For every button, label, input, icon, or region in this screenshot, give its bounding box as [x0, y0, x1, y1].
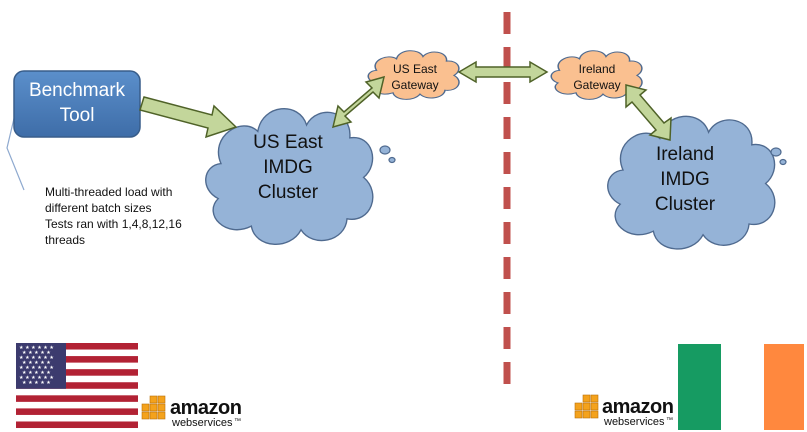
useast-gateway-line: US East	[392, 62, 437, 76]
note-line: different batch sizes	[45, 201, 152, 215]
ireland-gateway-cloud	[550, 50, 643, 100]
ireland-cluster-line: Cluster	[654, 194, 716, 215]
benchmark-tool-line: Tool	[59, 105, 95, 126]
useast-cluster-line: IMDG	[263, 157, 313, 178]
aws-logo-word: amazon	[170, 397, 242, 419]
svg-text:★ ★ ★ ★ ★ ★: ★ ★ ★ ★ ★ ★	[19, 345, 54, 351]
ireland-cluster-cloud	[607, 115, 787, 250]
aws-logo-word: amazon	[602, 396, 674, 418]
us-flag-icon: ★ ★ ★ ★ ★ ★ ★ ★ ★ ★ ★ ★ ★ ★ ★ ★ ★ ★ ★ ★ …	[16, 343, 138, 429]
note-line: Tests ran with 1,4,8,12,16	[45, 217, 182, 231]
aws-logo-tm: ™	[666, 417, 673, 424]
ireland-gateway-line: Gateway	[573, 78, 621, 92]
useast-cluster-cloud	[205, 108, 396, 245]
svg-text:★ ★ ★ ★ ★ ★: ★ ★ ★ ★ ★ ★	[19, 365, 54, 371]
useast-gateway-label: US East Gateway	[370, 61, 460, 93]
svg-text:★ ★ ★ ★ ★: ★ ★ ★ ★ ★	[22, 380, 51, 386]
aws-cubes-icon	[574, 394, 599, 419]
svg-text:★ ★ ★ ★ ★: ★ ★ ★ ★ ★	[22, 360, 51, 366]
ireland-gateway-cluster-arrow	[625, 84, 672, 141]
useast-cluster-line: Cluster	[257, 182, 319, 203]
benchmark-to-cluster-arrow	[139, 96, 238, 139]
useast-cluster-gateway-arrow	[331, 75, 386, 129]
useast-cluster-line: US East	[253, 132, 323, 153]
callout-bracket	[6, 109, 25, 191]
svg-text:★ ★ ★ ★ ★ ★: ★ ★ ★ ★ ★ ★	[19, 375, 54, 381]
aws-cubes-icon	[141, 395, 166, 420]
benchmark-tool-label: Benchmark Tool	[14, 78, 140, 128]
svg-text:★ ★ ★ ★ ★: ★ ★ ★ ★ ★	[22, 350, 51, 356]
ireland-gateway-label: Ireland Gateway	[552, 61, 642, 93]
gateway-link-arrow	[457, 60, 549, 84]
benchmark-tool-box	[13, 70, 141, 138]
ireland-flag-icon	[678, 344, 804, 430]
benchmark-tool-line: Benchmark	[28, 80, 126, 101]
useast-cluster-label: US East IMDG Cluster	[228, 130, 348, 205]
ireland-cluster-label: Ireland IMDG Cluster	[625, 142, 745, 217]
ireland-gateway-line: Ireland	[578, 62, 616, 76]
note-line: threads	[45, 233, 86, 247]
note-line: Multi-threaded load with	[45, 185, 173, 199]
ireland-cluster-line: Ireland	[655, 144, 715, 165]
aws-logo-sub: webservices	[172, 417, 233, 429]
svg-text:★ ★ ★ ★ ★ ★: ★ ★ ★ ★ ★ ★	[19, 355, 54, 361]
svg-text:★ ★ ★ ★ ★: ★ ★ ★ ★ ★	[22, 370, 51, 376]
ireland-cluster-line: IMDG	[660, 169, 710, 190]
benchmark-note: Multi-threaded load with different batch…	[45, 184, 225, 248]
useast-gateway-line: Gateway	[391, 78, 439, 92]
aws-logo-tm: ™	[234, 418, 241, 425]
aws-logo-sub: webservices	[604, 416, 665, 428]
